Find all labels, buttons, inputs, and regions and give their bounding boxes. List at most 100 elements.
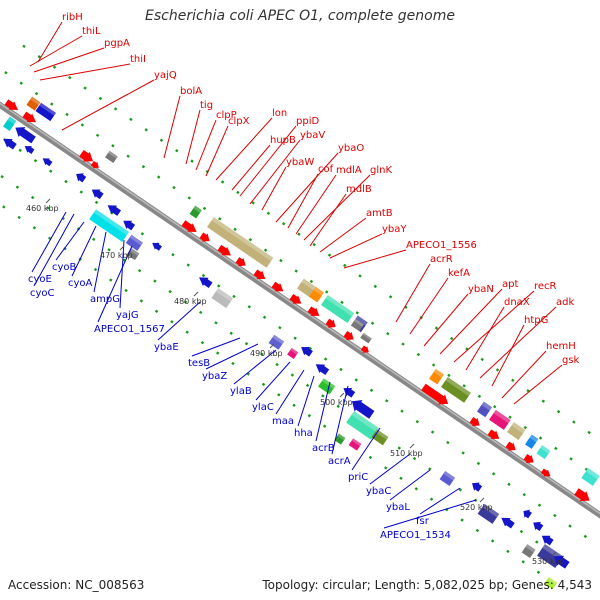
gene-block <box>525 434 539 449</box>
gene-labels: ribHthiLpgpAthiIyajQbolAtigclpPclpXlonhu… <box>28 12 580 541</box>
gene-block <box>199 277 213 289</box>
leader-minus <box>255 361 291 401</box>
gene-box <box>429 368 445 385</box>
gene-label-minus: hha <box>294 428 313 439</box>
gene-label-plus: ybaV <box>300 130 325 141</box>
gene-label-plus: ybaY <box>382 224 407 235</box>
gene-block <box>371 429 389 446</box>
gene-box <box>346 411 379 440</box>
gene-box <box>318 378 336 395</box>
leader-minus <box>419 487 461 515</box>
gene-box <box>309 286 325 303</box>
gene-arrow <box>469 417 480 427</box>
gene-arrow <box>325 318 336 328</box>
leader-plus <box>205 125 229 177</box>
leader-plus <box>491 324 525 387</box>
tick-label: 470 kbp <box>100 251 133 260</box>
gene-block <box>253 269 266 280</box>
gene-block <box>574 488 590 502</box>
gene-label-minus: cyoE <box>28 274 52 285</box>
gene-block <box>24 146 35 154</box>
leader-plus <box>185 109 201 165</box>
gene-block <box>352 400 375 419</box>
dotted-line <box>0 135 599 546</box>
gene-block <box>42 158 53 167</box>
gene-arrow <box>301 347 313 357</box>
gene-box <box>507 422 526 440</box>
leader-plus <box>215 117 273 181</box>
leader-minus <box>369 453 411 485</box>
gene-arrow <box>152 242 162 251</box>
gene-block <box>544 576 558 590</box>
leader-minus <box>205 343 259 370</box>
gene-label-minus: APECO1_1567 <box>94 324 165 335</box>
gene-box-shine <box>301 278 317 291</box>
gene-block <box>22 111 36 123</box>
gene-label-plus: adk <box>556 297 574 308</box>
gene-box-shine <box>313 286 325 296</box>
leader-plus <box>295 174 337 235</box>
gene-arrow <box>533 521 544 531</box>
leader-plus <box>319 217 367 253</box>
gene-label-plus: pgpA <box>104 38 130 49</box>
gene-block <box>35 102 56 122</box>
gene-box <box>211 288 234 309</box>
gene-arrow <box>24 146 35 154</box>
leader-plus <box>163 95 181 159</box>
gene-block <box>501 517 515 529</box>
leader-plus <box>409 277 449 335</box>
gene-box <box>351 318 364 332</box>
tick-label: 530 kbp <box>532 557 565 566</box>
leader-minus <box>157 301 201 341</box>
gene-box-shine <box>355 315 368 326</box>
gene-box-shine <box>129 234 143 246</box>
tick-mark <box>119 245 125 251</box>
gene-label-plus: clpX <box>228 116 250 127</box>
gene-box <box>3 116 17 131</box>
gene-arrow <box>472 482 483 492</box>
gene-label-plus: cof <box>318 164 334 175</box>
gene-box-shine <box>354 318 364 327</box>
tick-label: 480 kbp <box>174 297 207 306</box>
gene-arrow <box>79 149 93 162</box>
gene-label-minus: cyoA <box>68 278 93 289</box>
dotted-line <box>4 71 600 481</box>
gene-block <box>472 482 483 492</box>
leader-minus <box>389 469 431 501</box>
gene-block <box>421 383 449 405</box>
leader-minus <box>71 225 97 277</box>
gene-box <box>477 401 493 418</box>
tick-mark <box>479 497 485 503</box>
gene-arrow <box>505 441 516 451</box>
gene-box <box>26 96 41 111</box>
leader-plus <box>249 139 301 205</box>
leader-plus <box>39 63 131 81</box>
gene-label-minus: ybaC <box>366 486 391 497</box>
gene-label-minus: yajG <box>116 310 139 321</box>
gene-block <box>79 149 93 162</box>
dotted-track-lines <box>0 44 600 592</box>
gene-block <box>477 401 493 418</box>
gene-box <box>207 217 264 261</box>
dotted-line <box>22 44 600 442</box>
gene-arrow <box>123 220 136 231</box>
gene-block <box>346 411 379 440</box>
gene-label-plus: thiI <box>130 54 146 65</box>
gene-block <box>105 150 118 164</box>
gene-label-minus: fsr <box>416 516 430 527</box>
gene-arrow <box>42 158 53 167</box>
gene-arrow <box>541 535 554 546</box>
gene-block <box>360 345 369 353</box>
gene-label-minus: ybaL <box>386 502 410 513</box>
gene-box <box>477 503 500 524</box>
gene-arrow <box>3 138 17 150</box>
gene-block <box>255 249 274 268</box>
gene-box-shine <box>493 409 511 424</box>
gene-label-plus: htpG <box>524 315 548 326</box>
gene-arrow <box>235 257 246 267</box>
gene-box-shine <box>433 368 445 378</box>
gene-block <box>217 244 231 256</box>
leader-minus <box>93 231 107 293</box>
gene-arrow <box>289 294 302 304</box>
